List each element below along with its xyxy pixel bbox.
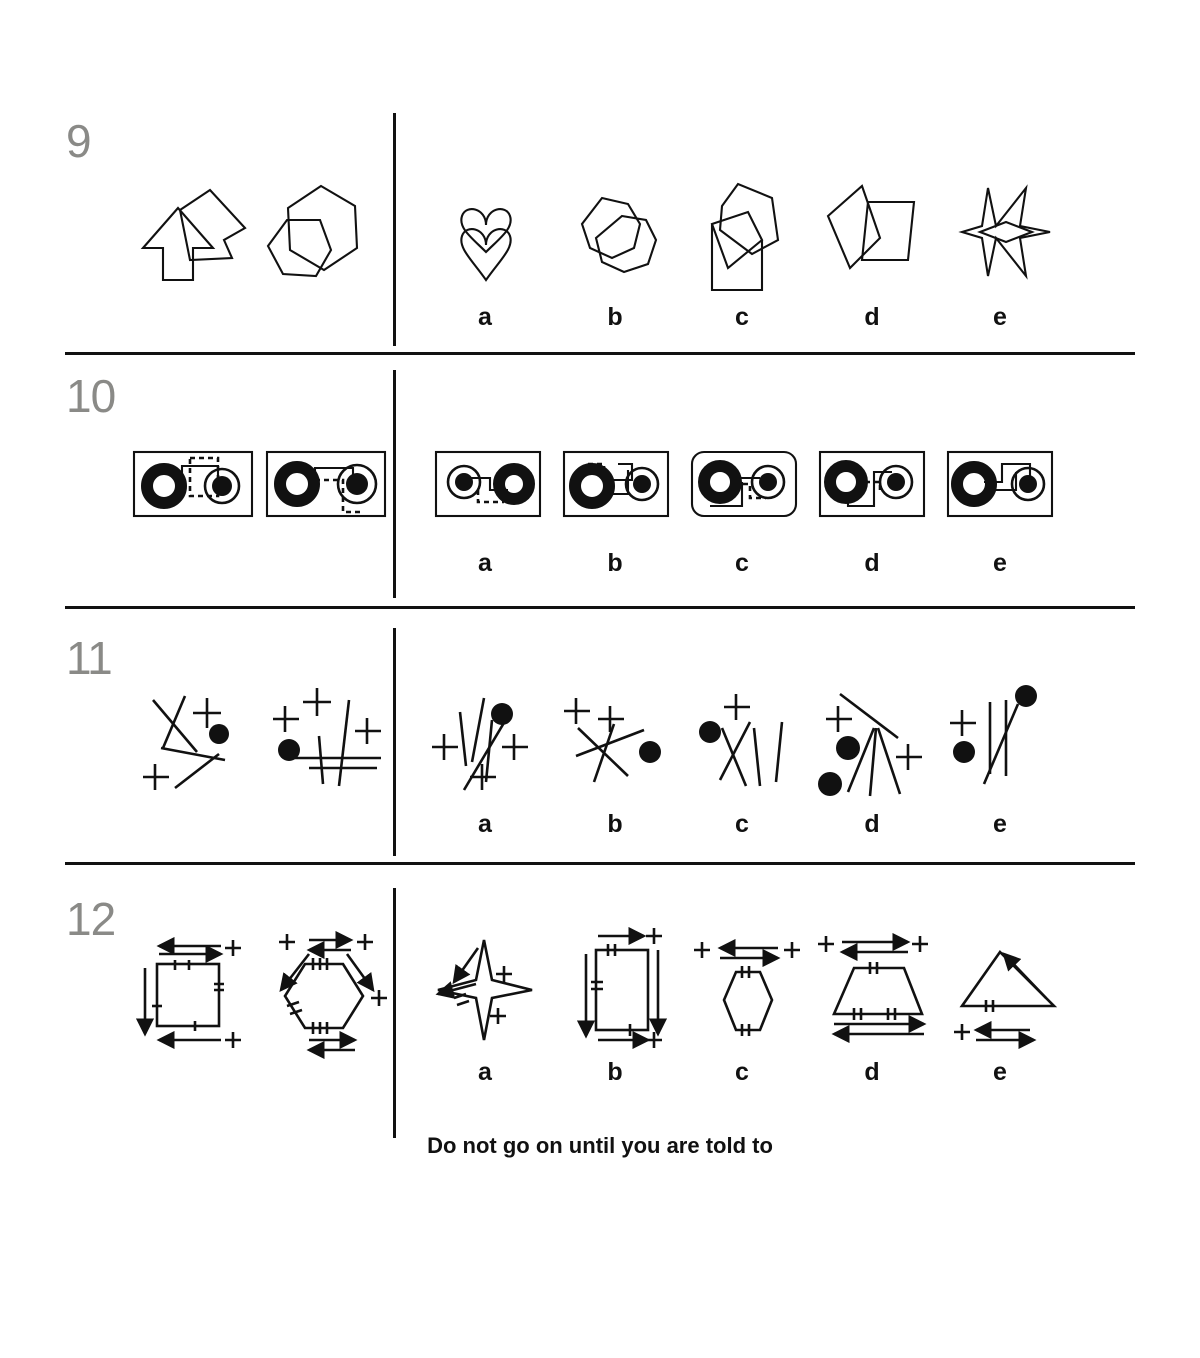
option-9-c[interactable] xyxy=(700,178,790,300)
option-11-a[interactable] xyxy=(432,690,540,800)
row-divider-vertical-12 xyxy=(393,888,396,1138)
option-letter-11-b: b xyxy=(607,810,623,838)
stem-10-1 xyxy=(132,450,254,518)
option-letter-10-b: b xyxy=(607,549,623,577)
option-letter-10-c: c xyxy=(735,549,749,577)
option-letter-12-d: d xyxy=(864,1058,880,1086)
option-10-c[interactable] xyxy=(690,450,798,518)
option-letter-9-a: a xyxy=(478,303,492,331)
row-separator-1 xyxy=(65,352,1135,355)
option-11-c[interactable] xyxy=(699,688,796,798)
option-12-a[interactable] xyxy=(432,932,542,1052)
question-row-11: 11 xyxy=(0,610,1200,860)
row-divider-vertical-9 xyxy=(393,113,396,346)
row-divider-vertical-10 xyxy=(393,370,396,598)
question-row-12: 12 xyxy=(0,866,1200,1138)
stem-9-1 xyxy=(140,180,260,295)
footer-instruction: Do not go on until you are told to xyxy=(427,1133,773,1158)
option-letter-9-b: b xyxy=(607,303,623,331)
stem-11-1 xyxy=(143,690,255,795)
option-10-a[interactable] xyxy=(434,450,542,518)
option-12-b[interactable] xyxy=(570,926,674,1052)
stem-11-2 xyxy=(273,684,388,794)
option-11-b[interactable] xyxy=(564,694,672,794)
option-letter-12-e: e xyxy=(993,1058,1007,1086)
option-letter-9-e: e xyxy=(993,303,1007,331)
option-11-d[interactable] xyxy=(818,682,930,800)
option-10-b[interactable] xyxy=(562,450,670,518)
option-letter-11-a: a xyxy=(478,810,492,838)
option-letter-11-d: d xyxy=(864,810,880,838)
option-letter-12-a: a xyxy=(478,1058,492,1086)
stem-10-2 xyxy=(265,450,387,518)
option-letter-10-d: d xyxy=(864,549,880,577)
option-letter-11-c: c xyxy=(735,810,749,838)
stem-9-2 xyxy=(258,178,376,296)
option-9-a[interactable] xyxy=(448,190,524,290)
question-row-9: 9 xyxy=(0,0,1200,350)
option-9-d[interactable] xyxy=(822,180,922,292)
row-divider-vertical-11 xyxy=(393,628,396,856)
question-number-10: 10 xyxy=(66,370,116,422)
option-10-d[interactable] xyxy=(818,450,926,518)
option-letter-10-a: a xyxy=(478,549,492,577)
option-12-c[interactable] xyxy=(692,936,804,1048)
question-number-12: 12 xyxy=(66,893,116,945)
option-12-d[interactable] xyxy=(812,930,942,1050)
option-letter-11-e: e xyxy=(993,810,1007,838)
stem-12-2 xyxy=(265,928,395,1060)
option-letter-12-c: c xyxy=(735,1058,749,1086)
option-letter-9-d: d xyxy=(864,303,880,331)
question-number-11: 11 xyxy=(66,632,113,684)
option-10-e[interactable] xyxy=(946,450,1054,518)
option-9-e[interactable] xyxy=(958,182,1052,282)
question-number-9: 9 xyxy=(66,115,92,167)
option-9-b[interactable] xyxy=(570,190,666,290)
option-letter-12-b: b xyxy=(607,1058,623,1086)
option-letter-10-e: e xyxy=(993,549,1007,577)
stem-12-1 xyxy=(125,934,255,1054)
row-separator-2 xyxy=(65,606,1135,609)
question-row-10: 10 xyxy=(0,355,1200,605)
option-12-e[interactable] xyxy=(950,932,1062,1050)
option-letter-9-c: c xyxy=(735,303,749,331)
option-11-e[interactable] xyxy=(950,680,1050,792)
row-separator-3 xyxy=(65,862,1135,865)
